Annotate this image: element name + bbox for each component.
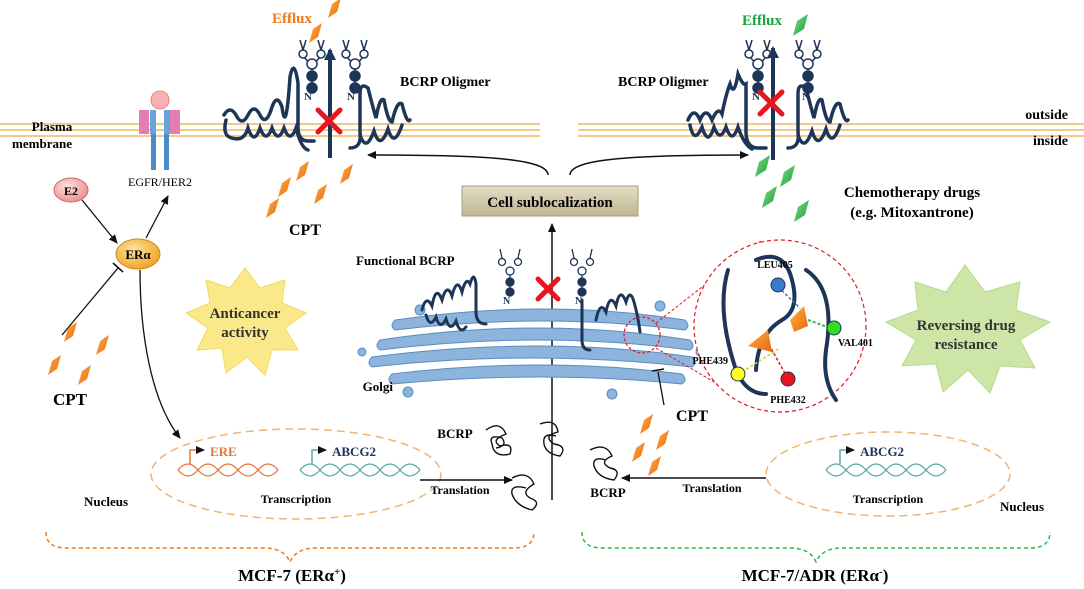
glycan-top-right-1: [744, 39, 772, 94]
red-cross-golgi: [535, 276, 561, 302]
abcg2-label-right: ABCG2: [860, 444, 904, 459]
nucleus-label-left: Nucleus: [84, 494, 128, 509]
arrow-e2-era: [81, 199, 118, 244]
brace-adr: [581, 531, 1051, 564]
chemo-label-1: Chemotherapy drugs: [844, 185, 980, 201]
dna-ere: [177, 463, 279, 477]
adr-label: MCF-7/ADR (ERα-): [742, 566, 889, 585]
e2-label: E2: [64, 184, 78, 198]
transcription-label-left: Transcription: [261, 492, 332, 506]
n-label-golgi-2: N: [575, 296, 583, 307]
ere-label: ERE: [210, 444, 237, 459]
anticancer-burst: [184, 267, 308, 376]
n-label-golgi-1: N: [503, 296, 511, 307]
bcrp-oligomer-label-right: BCRP Oligmer: [618, 75, 709, 90]
efflux-label-right: Efflux: [742, 13, 783, 29]
n-label-tl-2: N: [347, 91, 355, 103]
phe432-residue: [780, 371, 796, 387]
cpt-label-top: CPT: [289, 222, 321, 239]
arrow-era-egfr: [145, 195, 169, 239]
mcf7-label: MCF-7 (ERα+): [238, 566, 346, 585]
efflux-drops-left: [309, 0, 341, 43]
er-alpha-label: ERα: [125, 247, 151, 262]
cpt-drops-right: [632, 414, 669, 476]
dna-abcg2-left: [299, 463, 421, 477]
drug-in-pocket: [790, 306, 808, 332]
bcrp-label-1: BCRP: [437, 426, 472, 441]
functional-bcrp-right: [580, 293, 642, 352]
brace-mcf7: [45, 531, 535, 564]
phe439-label: PHE439: [692, 356, 728, 367]
chemo-label-2: (e.g. Mitoxantrone): [850, 205, 973, 221]
inhibit-cpt-golgi: [657, 371, 665, 406]
phe439-residue: [730, 366, 746, 382]
red-cross-top-right: [757, 89, 785, 117]
anticancer-label-1: Anticancer: [210, 306, 281, 322]
val401-label: VAL401: [838, 338, 873, 349]
abcg2-label-left: ABCG2: [332, 444, 376, 459]
n-label-tr-2: N: [802, 91, 810, 103]
val401-residue: [826, 320, 842, 336]
cpt-drops-left: [48, 322, 109, 385]
cell-sublocalization-box: [461, 185, 639, 217]
bcrp-transporter-top-right: [686, 67, 850, 152]
glycan-top-left-2: [341, 39, 369, 94]
nucleus-label-right: Nucleus: [1000, 499, 1044, 514]
efflux-label-left: Efflux: [272, 11, 313, 27]
plasma-membrane-label-2: membrane: [12, 136, 72, 151]
bcrp-label-2: BCRP: [590, 485, 625, 500]
translation-label-right: Translation: [682, 481, 741, 495]
reversing-burst: [884, 264, 1052, 394]
golgi-apparatus: [357, 300, 705, 400]
arrow-era-nucleus: [139, 269, 181, 439]
inside-label: inside: [1033, 134, 1068, 149]
plasma-membrane-label-1: Plasma: [32, 119, 73, 134]
dna-abcg2-right: [825, 463, 947, 477]
egfr-her2-receptor: [139, 90, 180, 170]
cpt-drops-top: [266, 161, 353, 218]
nucleus-left: [150, 428, 442, 520]
outside-label: outside: [1025, 108, 1068, 123]
plasma-membrane-right: [578, 123, 1084, 137]
bcrp-tangles: [485, 421, 618, 511]
drug-in-pocket-2: [748, 330, 772, 352]
arrow-sublocalization-right: [569, 151, 749, 176]
phe432-label: PHE432: [770, 395, 806, 406]
functional-bcrp-left: [420, 275, 488, 332]
glycan-golgi-2: [569, 248, 595, 297]
leu405-residue: [770, 277, 786, 293]
e2-node: [53, 177, 89, 203]
arrow-sublocalization-left: [367, 151, 549, 176]
glycan-top-right-2: [794, 39, 822, 94]
reversing-label-2: resistance: [934, 337, 997, 353]
functional-bcrp-label: Functional BCRP: [356, 253, 455, 268]
anticancer-label-2: activity: [221, 325, 269, 341]
glycan-top-left-1: [298, 39, 326, 94]
zoom-source-circle: [623, 316, 661, 354]
glycan-golgi-1: [497, 248, 523, 297]
n-label-tr-1: N: [752, 91, 760, 103]
cpt-label-left: CPT: [53, 390, 88, 409]
translation-label-left: Translation: [430, 483, 489, 497]
reversing-label-1: Reversing drug: [917, 318, 1016, 334]
golgi-label: Golgi: [363, 379, 394, 394]
inhibit-cpt-era: [61, 267, 119, 336]
transcription-label-right: Transcription: [853, 492, 924, 506]
efflux-drops-right: [793, 14, 808, 36]
n-label-tl-1: N: [304, 91, 312, 103]
nucleus-right: [765, 431, 1011, 517]
egfr-her2-label: EGFR/HER2: [128, 175, 192, 189]
cell-sublocalization-label: Cell sublocalization: [487, 195, 613, 211]
red-cross-top-left: [315, 107, 343, 135]
chemo-drops: [755, 155, 809, 222]
er-alpha-node: [115, 238, 161, 270]
cpt-label-right: CPT: [676, 408, 708, 425]
leu405-label: LEU405: [757, 260, 793, 271]
bcrp-oligomer-label-left: BCRP Oligmer: [400, 75, 491, 90]
